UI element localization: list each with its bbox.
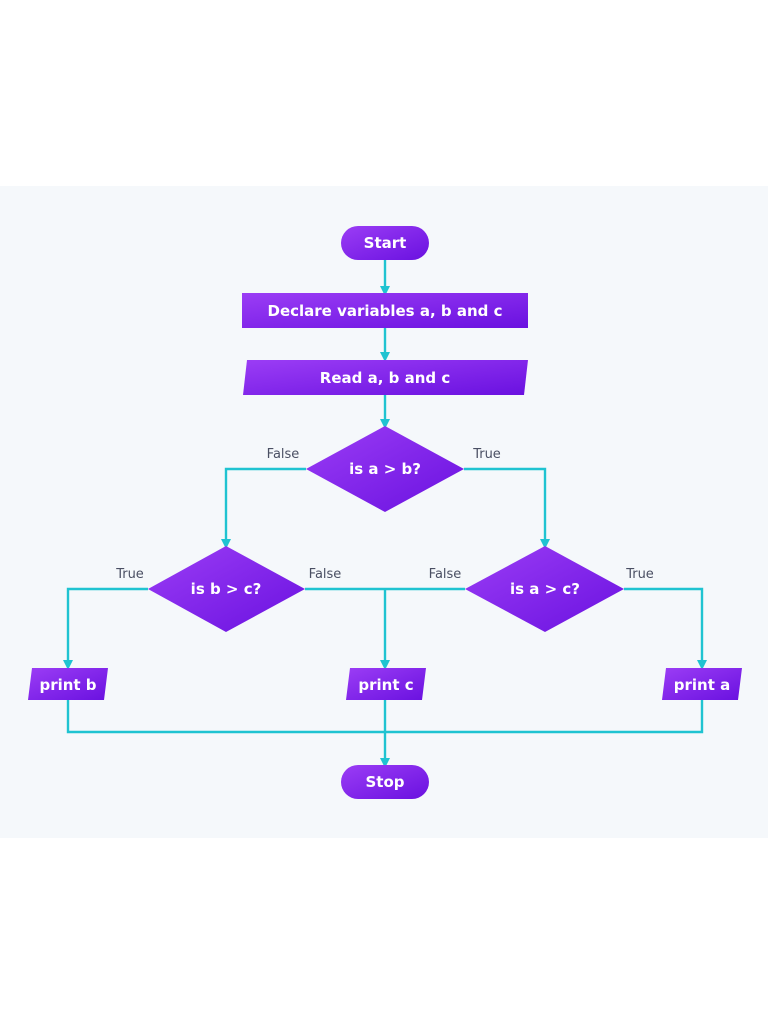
node-stop: Stop [341,765,429,799]
terminal-shape [341,765,429,799]
label-ac-false: False [429,567,462,582]
node-start-label: Start [364,234,407,252]
edge-ab-true [464,467,550,549]
label-ac-true: True [625,567,654,582]
edge-ac-true [624,587,707,670]
node-print-a: print a [662,668,742,700]
output-shape [662,668,742,700]
input-shape [243,360,528,395]
node-decision-ac: is a > c? [465,546,624,632]
node-read: Read a, b and c [243,360,528,395]
output-shape [346,668,426,700]
node-start: Start [341,226,429,260]
node-print-c-label: print c [358,676,413,694]
node-decision-bc-label: is b > c? [191,580,262,598]
edge-bc-true [63,587,148,670]
node-read-label: Read a, b and c [320,369,450,387]
process-shape [242,293,528,328]
output-shape [28,668,108,700]
edge-labels: False True True False False True [115,447,654,582]
node-decision-ab-label: is a > b? [349,460,421,478]
node-decision-ab: is a > b? [306,426,464,512]
edge-ab-false [221,467,306,549]
node-decision-bc: is b > c? [148,546,305,632]
node-print-c: print c [346,668,426,700]
terminal-shape [341,226,429,260]
decision-shape [306,426,464,512]
node-print-a-label: print a [674,676,730,694]
decision-shape [465,546,624,632]
node-stop-label: Stop [365,773,404,791]
node-print-b: print b [28,668,108,700]
label-bc-true: True [115,567,144,582]
decision-shape [148,546,305,632]
node-declare-label: Declare variables a, b and c [268,302,503,320]
label-ab-true: True [472,447,501,462]
label-bc-false: False [309,567,342,582]
node-decision-ac-label: is a > c? [510,580,580,598]
node-declare: Declare variables a, b and c [242,293,528,328]
label-ab-false: False [267,447,300,462]
connectors [63,260,707,768]
node-print-b-label: print b [39,676,96,694]
